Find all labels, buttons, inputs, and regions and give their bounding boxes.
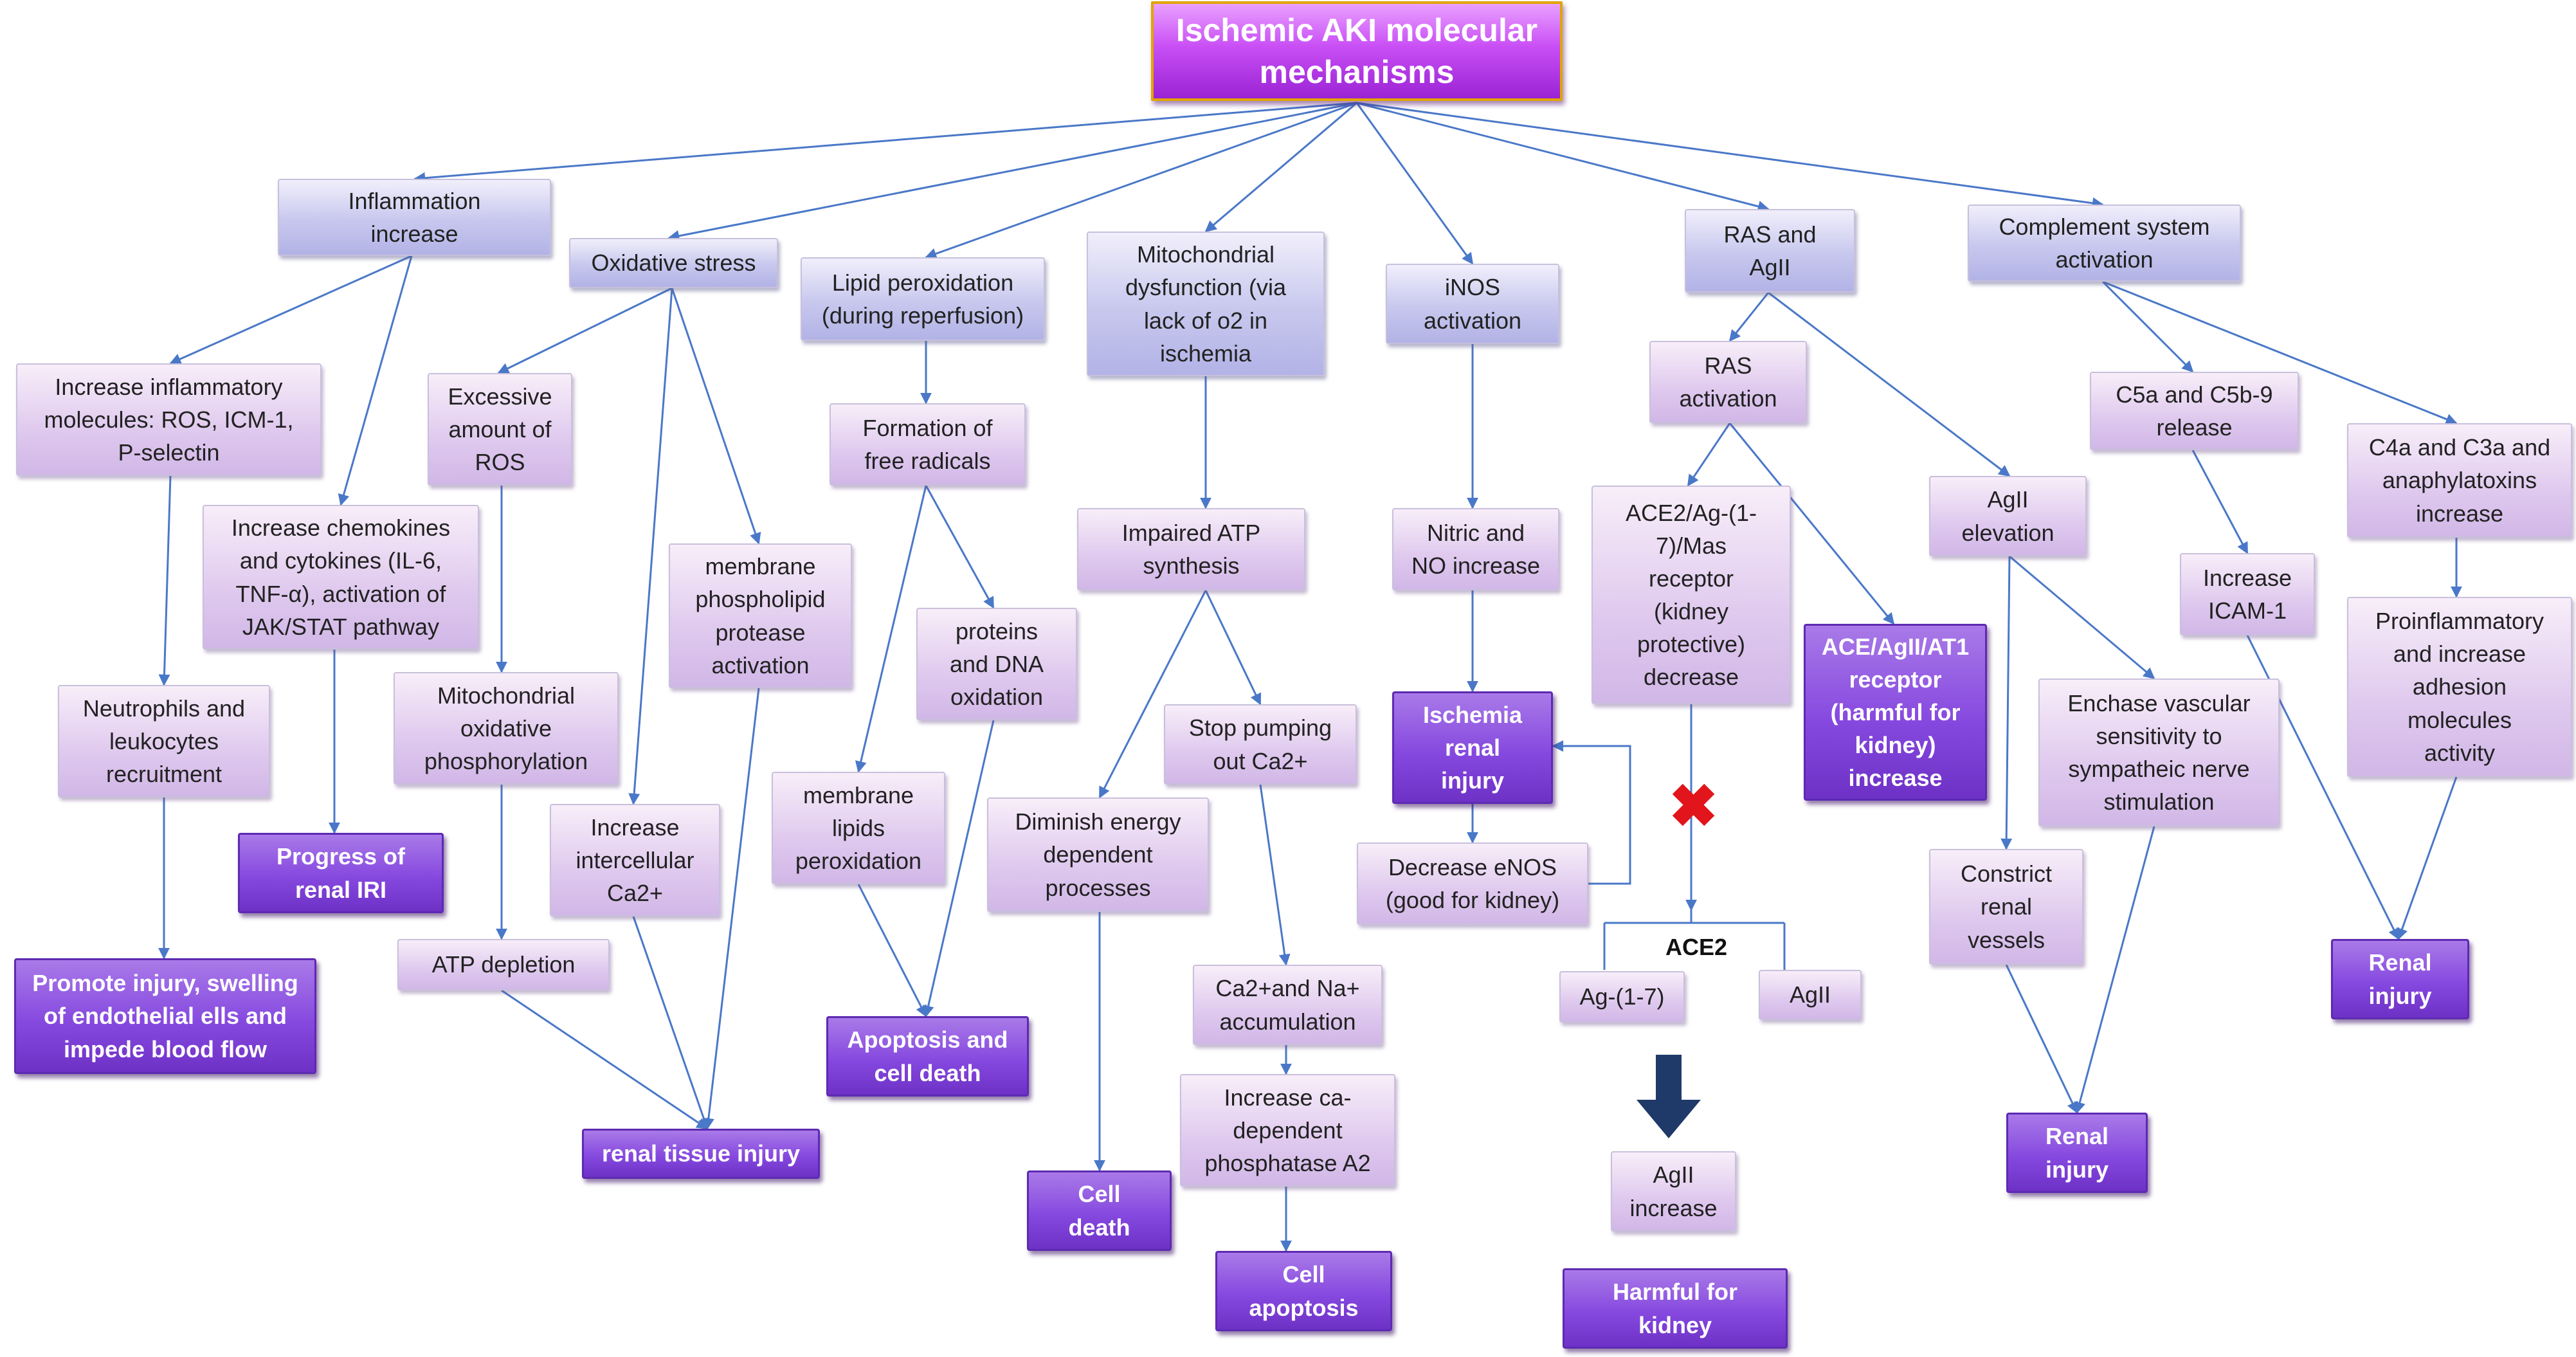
node-impaired-atp-synthesis: Impaired ATP synthesis	[1077, 508, 1305, 590]
node-ace2-mas-decrease: ACE2/Ag-(1- 7)/Mas receptor (kidney prot…	[1592, 486, 1791, 704]
connector-arrow	[702, 688, 760, 1130]
connector-arrow	[1728, 292, 1770, 342]
inhibition-cross-icon: ✖	[1669, 774, 1719, 839]
connector-arrow	[2005, 964, 2078, 1114]
node-stop-pumping-ca: Stop pumping out Ca2+	[1164, 704, 1357, 785]
ace2-bracket	[1603, 910, 1786, 970]
connector-arrow	[671, 287, 761, 545]
connector-arrow	[1356, 102, 1474, 265]
node-apoptosis-cell-death: Apoptosis and cell death	[826, 1016, 1029, 1097]
connector-arrow	[632, 916, 710, 1130]
node-neutrophils-recruitment: Neutrophils and leukocytes recruitment	[58, 685, 270, 797]
ace2-label: ACE2	[1665, 934, 1728, 960]
node-membrane-protease: membrane phospholipid protease activatio…	[669, 543, 852, 688]
connector-arrow	[1259, 784, 1291, 966]
node-ca-na-accumulation: Ca2+and Na+ accumulation	[1193, 965, 1383, 1045]
connector-arrow	[501, 989, 709, 1130]
connector-arrow	[857, 884, 927, 1017]
node-proteins-dna-oxidation: proteins and DNA oxidation	[916, 608, 1077, 720]
node-cell-death: Cell death	[1027, 1170, 1172, 1251]
node-progress-renal-iri: Progress of renal IRI	[238, 833, 444, 913]
connector-arrow	[2396, 776, 2458, 940]
node-oxidative-stress: Oxidative stress	[569, 238, 778, 288]
connector-arrow	[1728, 423, 1895, 625]
connector-arrow	[667, 102, 1357, 242]
node-diminish-energy: Diminish energy dependent processes	[987, 797, 1209, 912]
node-mitochondrial-dysfunction: Mitochondrial dysfunction (via lack of o…	[1087, 232, 1325, 376]
node-agii-increase: AgII increase	[1611, 1151, 1736, 1232]
node-complement-activation: Complement system activation	[1968, 205, 2241, 282]
node-proinflammatory-adhesion: Proinflammatory and increase adhesion mo…	[2347, 597, 2572, 777]
connector-arrow	[158, 475, 172, 686]
node-atp-depletion: ATP depletion	[397, 939, 610, 990]
node-ag-1-7: Ag-(1-7)	[1559, 971, 1685, 1023]
node-ras-and-agii: RAS and AgII	[1685, 209, 1855, 293]
node-inos-activation: iNOS activation	[1386, 264, 1559, 344]
connector-arrow	[922, 720, 995, 1017]
connector-arrow	[2009, 555, 2155, 680]
connector-arrow	[628, 287, 673, 805]
connector-arrow	[1768, 291, 2011, 477]
node-cell-apoptosis: Cell apoptosis	[1215, 1251, 1392, 1331]
connector-arrow	[169, 255, 412, 365]
connector-arrow	[2074, 826, 2155, 1114]
connector-arrow	[855, 485, 927, 773]
connector-arrow	[338, 255, 413, 506]
node-free-radicals: Formation of free radicals	[830, 403, 1026, 486]
node-lipid-peroxidation: Lipid peroxidation (during reperfusion)	[801, 257, 1045, 341]
node-promote-injury: Promote injury, swelling of endothelial …	[14, 958, 316, 1074]
connector-arrow	[1356, 102, 1770, 212]
node-ischemia-renal-injury: Ischemia renal injury	[1392, 691, 1553, 804]
feedback-loop-arrow	[1552, 740, 1631, 885]
connector-arrow	[925, 102, 1357, 260]
node-excessive-ros: Excessive amount of ROS	[428, 373, 572, 486]
node-ras-activation: RAS activation	[1649, 341, 1807, 423]
node-renal-injury-middle: Renal injury	[2006, 1113, 2148, 1193]
node-phosphatase-a2: Increase ca- dependent phosphatase A2	[1180, 1074, 1395, 1187]
connector-arrow	[2191, 450, 2249, 554]
connector-arrow	[1204, 590, 1262, 706]
node-harmful-for-kidney: Harmful for kidney	[1563, 1268, 1788, 1349]
connector-arrow	[2102, 280, 2458, 425]
connector-arrow	[1204, 102, 1357, 233]
node-inflammatory-molecules: Increase inflammatory molecules: ROS, IC…	[16, 363, 322, 476]
node-intercellular-ca: Increase intercellular Ca2+	[550, 804, 720, 916]
node-chemokines-cytokines: Increase chemokines and cytokines (IL-6,…	[203, 505, 479, 650]
node-ace-agii-at1-increase: ACE/AgII/AT1 receptor (harmful for kidne…	[1804, 624, 1987, 801]
node-increase-icam1: Increase ICAM-1	[2180, 553, 2315, 635]
node-mito-oxidative-phosphorylation: Mitochondrial oxidative phosphorylation	[394, 672, 619, 785]
node-decrease-enos: Decrease eNOS (good for kidney)	[1357, 842, 1588, 925]
connector-arrow	[497, 287, 673, 374]
node-c4a-c3a-anaphylatoxins: C4a and C3a and anaphylatoxins increase	[2347, 423, 2572, 538]
connector-arrow	[2000, 556, 2013, 850]
connector-arrow	[1687, 423, 1731, 487]
node-c5a-c5b9-release: C5a and C5b-9 release	[2090, 372, 2299, 450]
node-membrane-lipids-peroxidation: membrane lipids peroxidation	[772, 772, 945, 884]
connector-arrow	[413, 102, 1357, 184]
node-agii: AgII	[1759, 970, 1862, 1020]
node-inflammation-increase: Inflammation increase	[278, 179, 551, 256]
diagram-title: Ischemic AKI molecular mechanisms	[1151, 1, 1563, 101]
big-down-arrow	[1637, 1055, 1701, 1138]
connector-arrow	[1098, 590, 1207, 799]
node-vascular-sensitivity: Enchase vascular sensitivity to sympathe…	[2038, 678, 2280, 826]
connector-arrow	[1356, 102, 2104, 209]
node-renal-tissue-injury: renal tissue injury	[582, 1129, 820, 1179]
node-renal-injury-right: Renal injury	[2331, 939, 2469, 1019]
node-nitric-no-increase: Nitric and NO increase	[1392, 508, 1559, 590]
connector-arrow	[925, 485, 995, 609]
node-agii-elevation: AgII elevation	[1929, 476, 2087, 556]
connector-arrow	[2101, 280, 2194, 373]
node-constrict-renal-vessels: Constrict renal vessels	[1929, 849, 2083, 965]
